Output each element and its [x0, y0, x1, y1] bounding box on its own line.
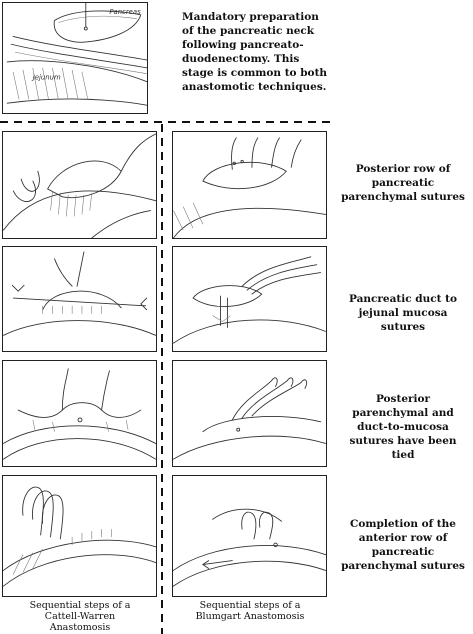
footer-blumgart: Sequential steps of a Blumgart Anastomos… [195, 600, 305, 622]
pancreas-label: Pancreas [109, 8, 141, 16]
cw-step-3-sketch [3, 368, 156, 460]
footer-cattell-warren: Sequential steps of a Cattell-Warren Ana… [29, 600, 131, 633]
panel-cattell-warren-step-1 [2, 131, 157, 239]
panel-blumgart-step-4 [172, 475, 327, 597]
panel-blumgart-step-3 [172, 360, 327, 467]
intro-text: Mandatory preparation of the pancreatic … [182, 11, 328, 93]
panel-blumgart-step-2 [172, 246, 327, 352]
bl-step-1-sketch [173, 137, 326, 238]
cw-step-4-sketch [3, 486, 156, 587]
panel-cattell-warren-step-3 [2, 360, 157, 467]
caption-step-2: Pancreatic duct to jejunal mucosa suture… [348, 293, 458, 333]
jejunum-label: Jejunum [31, 74, 61, 82]
panel-blumgart-step-1 [172, 131, 327, 239]
panel-cattell-warren-step-4 [2, 475, 157, 597]
bl-step-3-sketch [173, 377, 326, 460]
bl-step-4-sketch [173, 508, 326, 587]
caption-step-3: Posterior parenchymal and duct-to-mucosa… [349, 393, 457, 461]
cw-step-1-sketch [3, 133, 156, 238]
cw-step-2-sketch [3, 251, 156, 336]
panel-preparation: Pancreas Jejunum [2, 2, 148, 114]
caption-step-4: Completion of the anterior row of pancre… [341, 518, 465, 572]
caption-step-1: Posterior row of pancreatic parenchymal … [341, 163, 465, 203]
bl-step-2-sketch [173, 256, 326, 344]
panel-cattell-warren-step-2 [2, 246, 157, 352]
preparation-sketch: Pancreas Jejunum [6, 3, 147, 106]
